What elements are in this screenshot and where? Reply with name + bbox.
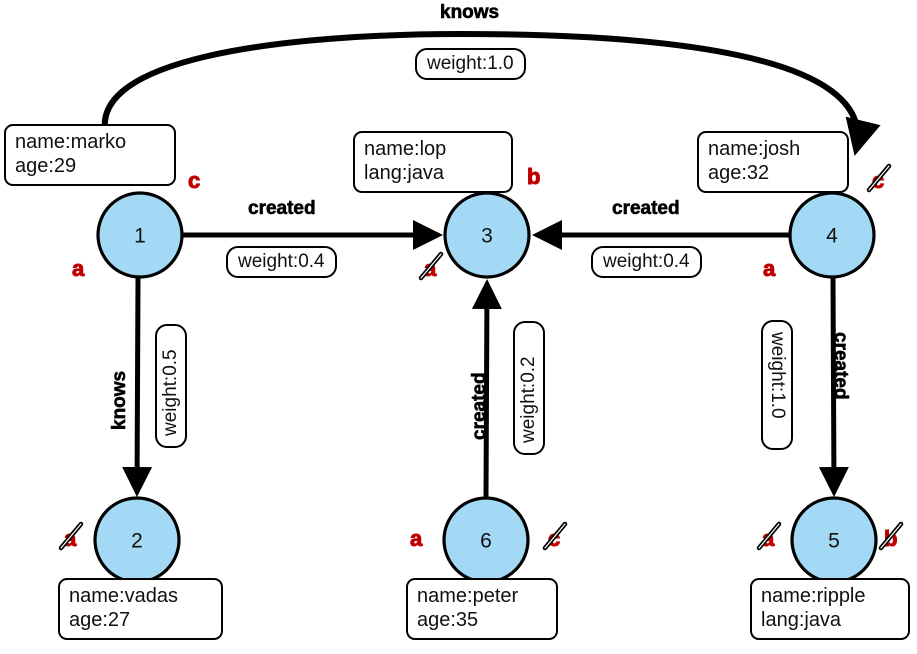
vertex-id-label: 3 [481,225,493,248]
vertex-property: lang:java [364,161,445,184]
vertices-layer: 1 2 3 4 5 6 [93,191,878,584]
vertex-2[interactable]: 2 [93,496,181,584]
annotation-marker-a: a [71,256,85,281]
vertex-4[interactable]: 4 [788,191,876,279]
edge-weight-6-3: weight:0.2 [513,321,545,455]
vertex-property: name:lop [364,138,447,160]
vertex-property: age:29 [15,154,77,177]
edge-weight-1-3: weight:0.4 [226,246,337,278]
annotation-marker-text: b [883,526,898,551]
vertex-property: name:peter [417,585,519,607]
annotation-marker-c-struck: c [866,163,892,193]
edge-knows-1-4[interactable] [101,30,881,156]
vertex-id-label: 2 [131,530,143,553]
annotation-marker-text: c [547,526,561,551]
vertex-property: age:27 [69,608,131,631]
edge-label-created-6-3: created [469,372,491,440]
annotation-marker-c-struck: c [542,521,568,551]
vertex-property: age:35 [417,608,479,631]
annotation-marker-b-struck: b [878,521,904,551]
annotation-marker-a-struck: a [756,521,782,551]
vertex-6[interactable]: 6 [442,496,530,584]
annotation-marker-text: a [761,526,775,551]
edge-label-knows-1-4: knows [440,2,500,24]
edge-label-created-4-5: created [830,332,852,400]
annotation-marker-text: a [409,526,423,551]
edges-layer [101,30,881,498]
vertex-property: age:32 [708,161,770,184]
vertex-property: name:ripple [761,585,866,607]
edge-weight-4-5: weight:1.0 [761,320,793,450]
vertex-id-label: 1 [134,225,146,248]
annotation-marker-a: a [409,526,423,551]
vertex-3[interactable]: 3 [443,191,531,279]
vertex-property: lang:java [761,608,842,631]
vertex-id-label: 4 [826,225,838,248]
annotation-marker-text: a [71,256,85,281]
annotation-marker-text: a [423,256,437,281]
annotation-marker-c: c [187,168,201,193]
vertex-1[interactable]: 1 [96,191,184,279]
annotation-marker-b: b [526,164,541,189]
edge-created-6-3[interactable] [471,279,502,498]
edge-knows-1-2[interactable] [122,277,153,497]
edge-label-knows-1-2: knows [109,370,131,431]
vertex-property: name:josh [708,138,801,160]
vertex-property: name:vadas [69,585,178,607]
annotation-marker-text: c [187,168,201,193]
edge-created-4-5[interactable] [818,277,849,497]
annotation-marker-a: a [762,256,776,281]
edge-weight-1-2: weight:0.5 [155,324,187,448]
vertex-property: name:marko [15,131,127,153]
edge-weight-1-4: weight:1.0 [415,48,526,80]
vertex-5[interactable]: 5 [790,496,878,584]
vertex-circle[interactable] [96,191,184,279]
annotation-marker-a-struck: a [58,521,84,551]
annotation-marker-text: a [762,256,776,281]
annotation-marker-text: b [526,164,541,189]
annotation-marker-text: c [871,168,885,193]
edge-weight-4-3: weight:0.4 [591,246,702,278]
edge-label-created-1-3: created [248,198,316,220]
vertex-id-label: 5 [828,530,840,553]
annotation-marker-a-struck: a [418,251,444,281]
vertex-id-label: 6 [480,530,492,553]
annotation-marker-text: a [63,526,77,551]
edge-label-created-4-3: created [612,198,680,220]
